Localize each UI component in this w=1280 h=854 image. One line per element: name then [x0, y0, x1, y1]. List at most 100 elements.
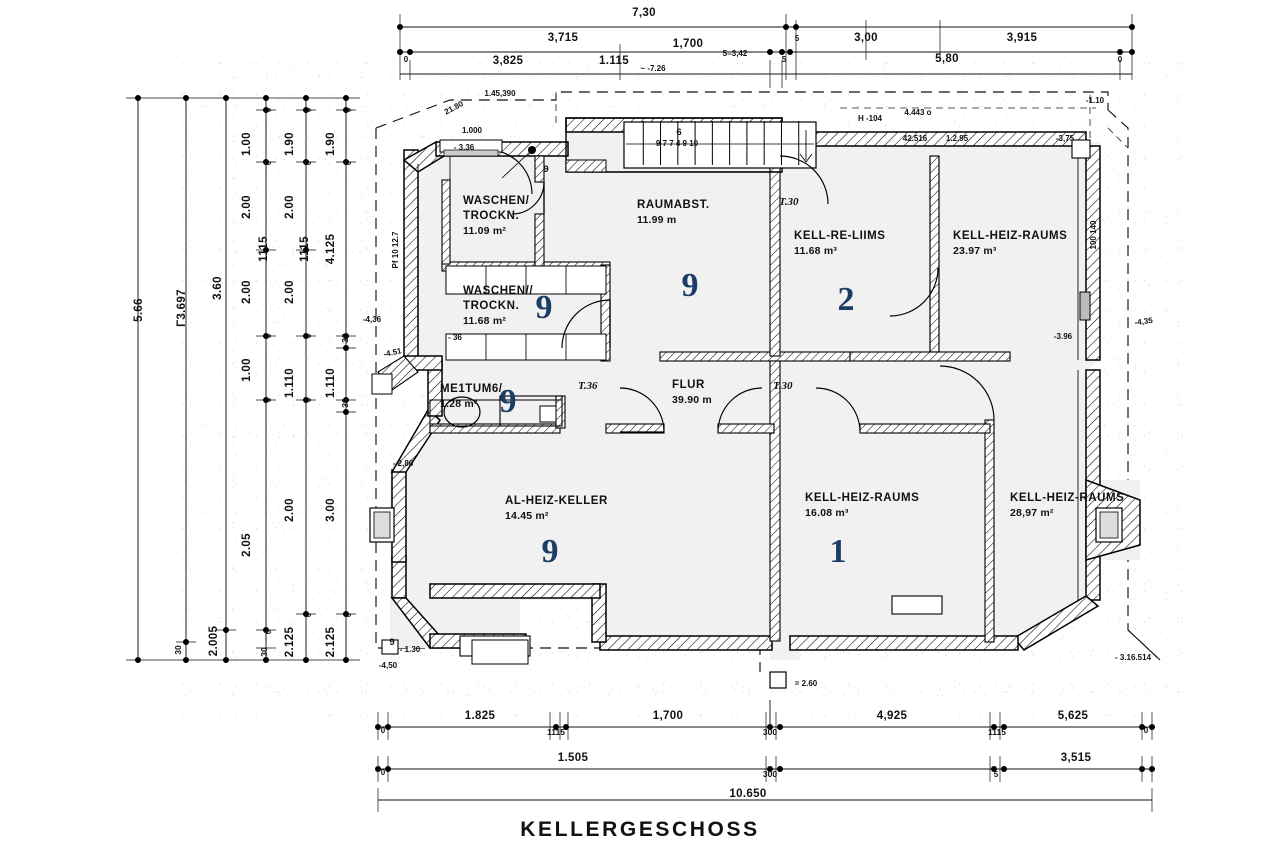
door-label: T.30	[773, 380, 793, 392]
annotation: - 3.16.514	[1115, 653, 1152, 662]
dimension-text: 5,80	[935, 53, 959, 65]
annotation: -4.51	[383, 346, 403, 359]
dimension-text: 2.05	[241, 533, 253, 557]
annotation: -4,35	[1134, 316, 1154, 328]
annotation: -4,36	[363, 315, 382, 324]
annotation-vertical: Pf 10 12.7	[391, 231, 400, 268]
dimension-text: 2.125	[325, 626, 337, 657]
dimension-text: 2.00	[284, 195, 296, 219]
dimension-text: 0	[264, 629, 273, 634]
annotation: 42.516	[903, 134, 928, 143]
room-area: 28,97 m²	[1010, 507, 1054, 519]
page-title: KELLERGESCHOSS	[520, 818, 760, 841]
dimension-text: 0	[344, 107, 353, 112]
room-name: KELL-HEIZ-RAUMS	[1010, 492, 1124, 504]
dimension-text: 5.66	[133, 298, 145, 322]
handwritten-mark: 9	[542, 533, 559, 570]
room-name-2: TROCKN.	[463, 210, 519, 222]
annotation: ~ -7.26	[640, 64, 666, 73]
dimension-text: 1.00	[241, 132, 253, 156]
dimension-text: 1115	[258, 236, 270, 262]
dimension-text: 0	[304, 107, 313, 112]
dimension-text: 0	[344, 160, 353, 165]
annotation: 9	[389, 637, 394, 648]
door-swings	[511, 155, 995, 433]
dimension-text: 30	[259, 647, 269, 657]
handwritten-mark: 9	[500, 383, 517, 420]
dimension-text: 300	[763, 727, 777, 737]
annotation: -3.96	[1054, 332, 1073, 341]
annotation: = 2.60	[795, 679, 818, 688]
dimension-text: 30	[340, 333, 350, 343]
drawing-title: KELLERGESCHOSS	[0, 818, 1280, 842]
dimension-text: 0	[344, 612, 353, 617]
dimension-text: 0	[404, 55, 409, 64]
dimension-text: 0	[1118, 55, 1123, 64]
dimension-text: 2.00	[241, 195, 253, 219]
room-name: FLUR	[672, 379, 705, 391]
annotation: 1.000	[462, 126, 483, 135]
room-area: 11.68 m²	[463, 315, 506, 327]
dimension-text: 0	[264, 333, 273, 338]
dimension-text: 0	[1144, 726, 1149, 735]
room-name: KELL-RE-LIIMS	[794, 230, 885, 242]
dimension-text: 4,925	[877, 710, 908, 722]
dimension-text: 1.110	[284, 368, 296, 398]
dimension-lines-left	[126, 95, 360, 663]
exterior-walls	[390, 117, 1141, 651]
room-name-2: TROCKN.	[463, 300, 519, 312]
dimension-lines-top	[397, 14, 1135, 88]
dimension-text: 3,825	[493, 55, 524, 67]
dimension-text: 3,00	[854, 32, 878, 44]
dimension-text: 2.005	[208, 625, 220, 656]
room-name: AL-HEIZ-KELLER	[505, 495, 608, 507]
dimension-text: 1.110	[325, 368, 337, 398]
room-name: WASCHEN//	[463, 285, 533, 297]
dimension-text: 1115	[299, 236, 311, 262]
interior-walls	[417, 146, 1079, 643]
annotation: 5=3,42	[723, 49, 748, 58]
handwritten-mark: 9	[682, 267, 699, 304]
dimension-text: 2.125	[284, 626, 296, 657]
dimension-text: 2.00	[284, 498, 296, 522]
door-label: T.36	[578, 380, 598, 392]
annotation: 6	[676, 127, 681, 138]
left-dimension-text: 5.66 Γ3.697 30 3.60 2.005 0 1.00 0 2.00 1115 2.00 0…	[133, 107, 353, 657]
dimension-text: 3,715	[548, 32, 579, 44]
dimension-text: 0	[381, 726, 386, 735]
fixtures	[371, 265, 607, 665]
dimension-text: 1.505	[558, 752, 589, 764]
dimension-text: 30	[173, 645, 183, 655]
dimension-text: 2.00	[241, 280, 253, 304]
dimension-text: 0	[381, 768, 386, 777]
room-name: WASCHEN/	[463, 195, 530, 207]
annotation: -3,75	[1056, 134, 1075, 143]
room-labels: WASCHEN/TROCKN.11.09 m²WASCHEN//TROCKN.1…	[440, 195, 1124, 522]
annotation: - 2,86	[393, 459, 414, 468]
dimension-text: 1,700	[653, 710, 684, 722]
dimension-text: 1115	[988, 727, 1006, 737]
room-area: 14.45 m²	[505, 510, 549, 522]
dimension-text: 0	[264, 107, 273, 112]
dimension-text: 4.125	[325, 233, 337, 264]
dimension-text: 0	[264, 397, 273, 402]
dimension-text: 3.60	[212, 276, 224, 300]
room-area: 11.99 m	[637, 214, 676, 226]
staircase	[487, 117, 817, 195]
annotation: 100 140	[1089, 220, 1098, 249]
dimension-text: Γ3.697	[176, 289, 188, 327]
annotation: H -104	[858, 114, 883, 123]
overall-dimension: 10.650	[729, 788, 766, 800]
dimension-text: 5,625	[1058, 710, 1089, 722]
dimension-text: 3.00	[325, 498, 337, 522]
handwritten-mark: 2	[838, 281, 855, 318]
handwritten-mark: 1	[830, 533, 847, 570]
dimension-text: 1115	[547, 727, 565, 737]
annotation: -1.10	[1086, 96, 1105, 105]
dimension-text: 5	[782, 55, 787, 64]
